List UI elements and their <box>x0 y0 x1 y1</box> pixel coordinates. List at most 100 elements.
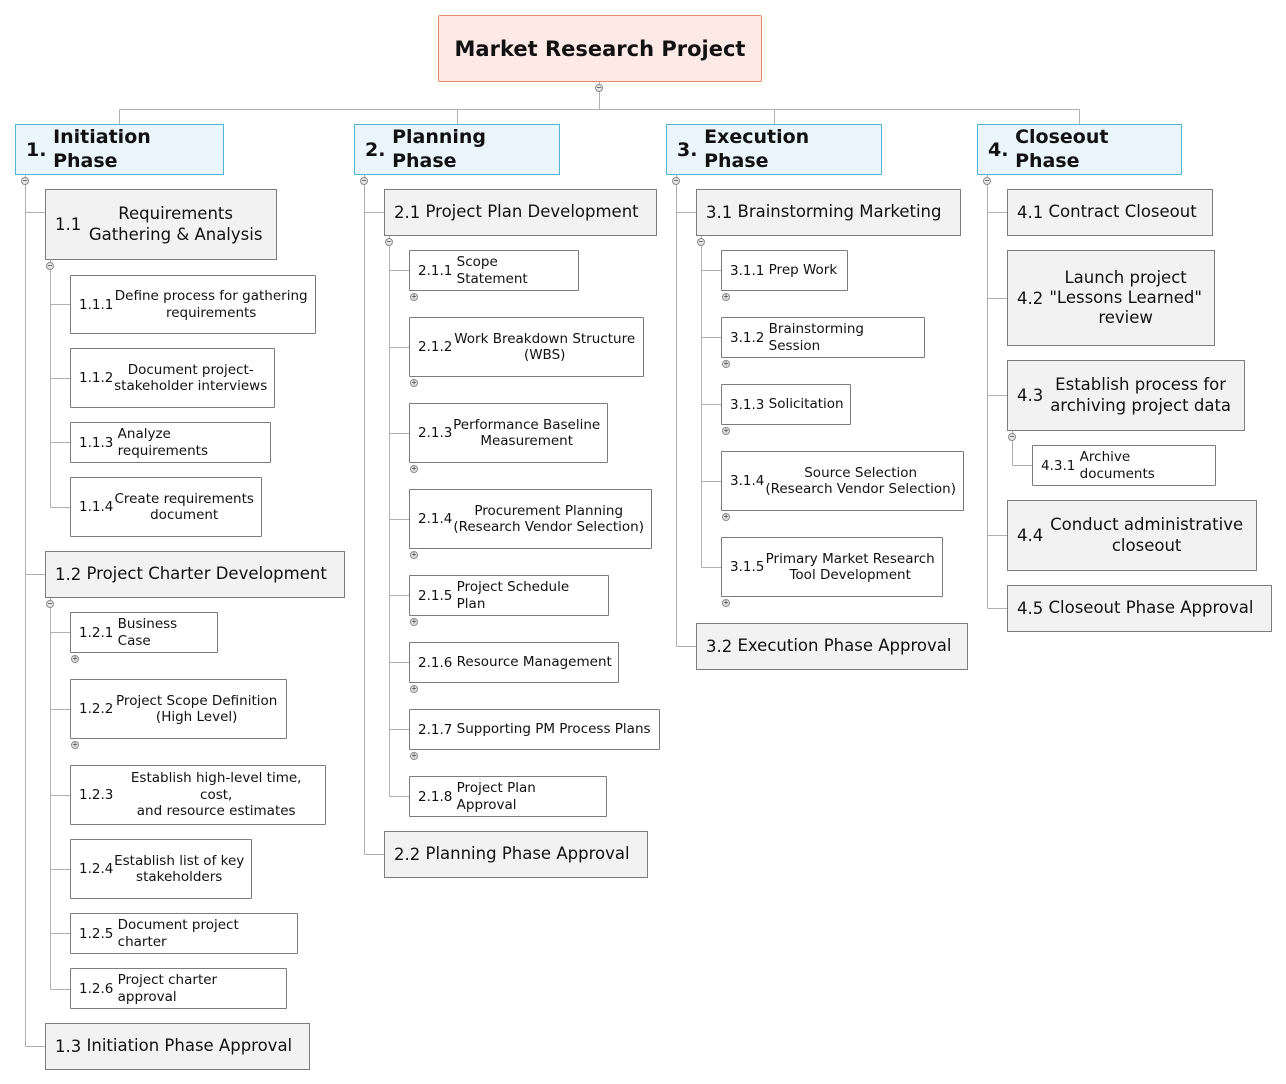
node-label: Initiation Phase Approval <box>86 1036 293 1056</box>
node-number: 3.1.2 <box>730 329 765 346</box>
task-1-3[interactable]: 1.3 Initiation Phase Approval <box>45 1023 310 1070</box>
node-number: 2.2 <box>394 845 421 864</box>
collapse-toggle[interactable]: − <box>46 261 54 270</box>
task-2-1[interactable]: 2.1 Project Plan Development <box>384 189 657 236</box>
task-1-2-3[interactable]: 1.2.3 Establish high-level time, cost, a… <box>70 765 326 825</box>
task-1-2-5[interactable]: 1.2.5 Document project charter <box>70 913 298 954</box>
expand-toggle[interactable]: + <box>410 684 418 693</box>
node-label: Create requirements document <box>114 490 254 523</box>
task-2-1-4[interactable]: 2.1.4 Procurement Planning (Research Ven… <box>409 489 652 549</box>
expand-toggle[interactable]: + <box>71 654 79 663</box>
task-2-1-8[interactable]: 2.1.8 Project Plan Approval <box>409 776 607 817</box>
expand-toggle[interactable]: + <box>722 598 730 607</box>
task-1-2-4[interactable]: 1.2.4 Establish list of key stakeholders <box>70 839 252 899</box>
expand-toggle[interactable]: + <box>410 550 418 559</box>
phase-execution[interactable]: 3. Execution Phase <box>666 124 882 175</box>
node-number: 4.1 <box>1017 203 1044 222</box>
phase-initiation[interactable]: 1. Initiation Phase <box>15 124 224 175</box>
expand-toggle[interactable]: + <box>71 740 79 749</box>
task-4-3[interactable]: 4.3 Establish process for archiving proj… <box>1007 360 1245 431</box>
collapse-toggle[interactable]: − <box>46 599 54 608</box>
node-number: 3.1.5 <box>730 559 765 575</box>
task-1-1[interactable]: 1.1 Requirements Gathering & Analysis <box>45 189 277 260</box>
expand-toggle[interactable]: + <box>410 464 418 473</box>
collapse-toggle[interactable]: − <box>672 176 680 185</box>
task-1-2[interactable]: 1.2 Project Charter Development <box>45 551 345 598</box>
task-1-1-1[interactable]: 1.1.1 Define process for gathering requi… <box>70 275 316 334</box>
task-2-1-1[interactable]: 2.1.1 Scope Statement <box>409 250 579 291</box>
node-label: Project charter approval <box>117 972 218 1005</box>
phase-closeout[interactable]: 4. Closeout Phase <box>977 124 1182 175</box>
phase-planning[interactable]: 2. Planning Phase <box>354 124 560 175</box>
node-number: 1.2.1 <box>79 624 114 641</box>
node-number: 1.1.3 <box>79 434 114 451</box>
node-label: Document project charter <box>117 917 239 950</box>
expand-toggle[interactable]: + <box>722 359 730 368</box>
collapse-toggle[interactable]: − <box>21 176 29 185</box>
node-label: Scope Statement <box>456 254 528 287</box>
collapse-toggle[interactable]: − <box>360 176 368 185</box>
node-number: 3. <box>677 138 698 161</box>
node-label: Planning Phase Approval <box>425 844 630 864</box>
expand-toggle[interactable]: + <box>410 292 418 301</box>
expand-toggle[interactable]: + <box>722 512 730 521</box>
node-number: 1.3 <box>55 1037 82 1056</box>
task-4-5[interactable]: 4.5 Closeout Phase Approval <box>1007 585 1272 632</box>
task-3-1-1[interactable]: 3.1.1 Prep Work <box>721 250 848 291</box>
task-1-1-2[interactable]: 1.1.2 Document project- stakeholder inte… <box>70 348 275 408</box>
node-label: Requirements Gathering & Analysis <box>88 204 263 244</box>
node-label: Source Selection (Research Vendor Select… <box>765 464 957 497</box>
task-3-1-3[interactable]: 3.1.3 Solicitation <box>721 384 851 425</box>
node-number: 2.1.3 <box>418 425 453 441</box>
task-4-3-1[interactable]: 4.3.1 Archive documents <box>1032 445 1216 486</box>
node-label: Launch project "Lessons Learned" review <box>1049 267 1202 328</box>
task-2-1-3[interactable]: 2.1.3 Performance Baseline Measurement <box>409 403 608 463</box>
node-label: Work Breakdown Structure (WBS) <box>454 330 636 363</box>
expand-toggle[interactable]: + <box>410 617 418 626</box>
collapse-toggle[interactable]: − <box>595 83 603 92</box>
node-label: Define process for gathering requirement… <box>114 288 308 321</box>
task-3-1-4[interactable]: 3.1.4 Source Selection (Research Vendor … <box>721 451 964 511</box>
task-2-1-5[interactable]: 2.1.5 Project Schedule Plan <box>409 575 609 616</box>
node-label: Initiation Phase <box>53 126 151 172</box>
collapse-toggle[interactable]: − <box>1008 432 1016 441</box>
expand-toggle[interactable]: + <box>410 378 418 387</box>
node-label: Project Plan Approval <box>456 780 536 813</box>
root-node[interactable]: Market Research Project <box>438 15 762 82</box>
task-4-2[interactable]: 4.2 Launch project "Lessons Learned" rev… <box>1007 250 1215 346</box>
node-number: 2.1.2 <box>418 339 453 355</box>
expand-toggle[interactable]: + <box>722 426 730 435</box>
node-label: Resource Management <box>456 654 612 671</box>
task-2-1-6[interactable]: 2.1.6 Resource Management <box>409 642 619 683</box>
expand-toggle[interactable]: + <box>722 292 730 301</box>
node-label: Archive documents <box>1079 449 1155 482</box>
task-3-2[interactable]: 3.2 Execution Phase Approval <box>696 623 968 670</box>
task-1-2-2[interactable]: 1.2.2 Project Scope Definition (High Lev… <box>70 679 287 739</box>
task-4-4[interactable]: 4.4 Conduct administrative closeout <box>1007 500 1257 571</box>
node-label: Project Schedule Plan <box>456 579 570 612</box>
node-number: 3.2 <box>706 637 733 656</box>
collapse-toggle[interactable]: − <box>385 237 393 246</box>
node-number: 1.2.6 <box>79 980 114 997</box>
expand-toggle[interactable]: + <box>410 751 418 760</box>
collapse-toggle[interactable]: − <box>983 176 991 185</box>
task-3-1-5[interactable]: 3.1.5 Primary Market Research Tool Devel… <box>721 537 943 597</box>
node-label: Procurement Planning (Research Vendor Se… <box>453 502 645 535</box>
task-3-1[interactable]: 3.1 Brainstorming Marketing <box>696 189 961 236</box>
node-label: Primary Market Research Tool Development <box>765 550 935 583</box>
task-3-1-2[interactable]: 3.1.2 Brainstorming Session <box>721 317 925 358</box>
node-label: Brainstorming Session <box>768 321 864 354</box>
task-1-1-3[interactable]: 1.1.3 Analyze requirements <box>70 422 271 463</box>
task-1-2-6[interactable]: 1.2.6 Project charter approval <box>70 968 287 1009</box>
task-4-1[interactable]: 4.1 Contract Closeout <box>1007 189 1213 236</box>
task-2-1-2[interactable]: 2.1.2 Work Breakdown Structure (WBS) <box>409 317 644 377</box>
root-label: Market Research Project <box>454 36 746 61</box>
node-number: 1.2.4 <box>79 861 114 877</box>
task-2-2[interactable]: 2.2 Planning Phase Approval <box>384 831 648 878</box>
task-2-1-7[interactable]: 2.1.7 Supporting PM Process Plans <box>409 709 660 750</box>
task-1-1-4[interactable]: 1.1.4 Create requirements document <box>70 477 262 537</box>
node-label: Execution Phase Approval <box>737 636 952 656</box>
collapse-toggle[interactable]: − <box>697 237 705 246</box>
task-1-2-1[interactable]: 1.2.1 Business Case <box>70 612 218 653</box>
